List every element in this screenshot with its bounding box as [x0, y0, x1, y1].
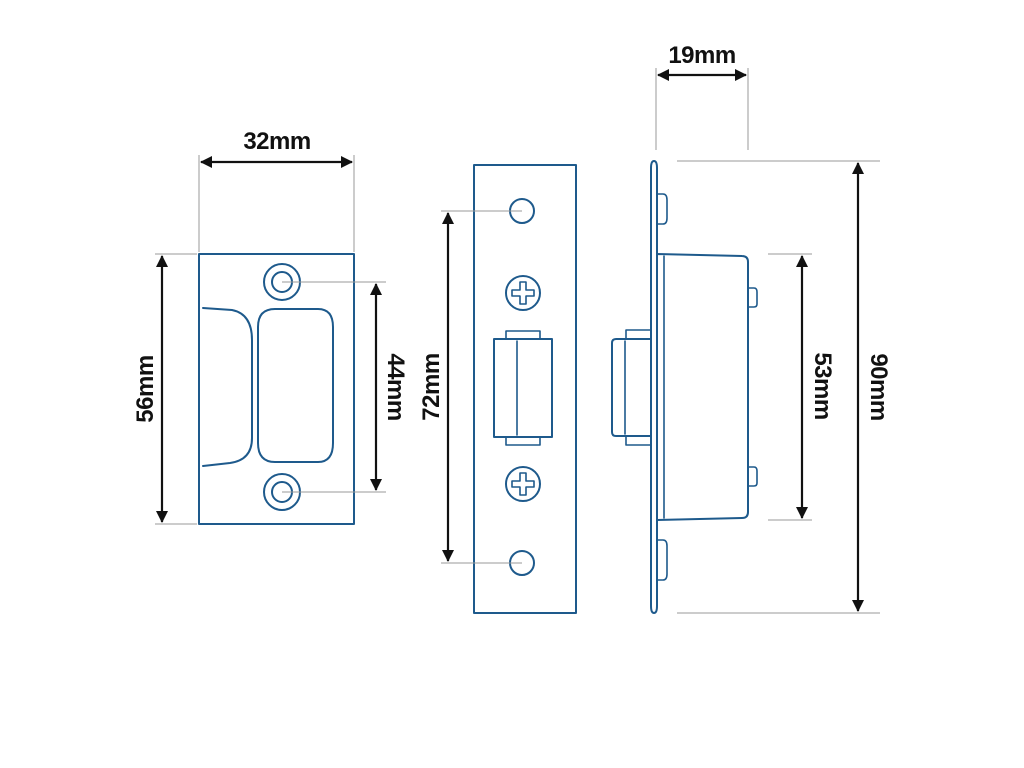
- dim-strike-hole-spacing: 44mm: [282, 281, 409, 493]
- dim-faceplate-hole-spacing: 72mm: [418, 210, 522, 564]
- label-body-height: 53mm: [809, 352, 836, 419]
- label-side-depth: 19mm: [668, 42, 735, 69]
- dim-body-height: 53mm: [768, 253, 836, 521]
- side-plate-lug-bottom: [656, 539, 668, 581]
- label-strike-width: 32mm: [243, 128, 310, 155]
- side-latch-bolt: [611, 329, 652, 446]
- dim-strike-height: 56mm: [132, 253, 197, 525]
- dim-overall-height: 90mm: [677, 160, 892, 614]
- label-strike-height: 56mm: [132, 355, 159, 422]
- faceplate: [473, 164, 577, 614]
- faceplate-upper-screw-icon: [505, 275, 541, 311]
- label-faceplate-hole-spacing: 72mm: [418, 353, 445, 420]
- label-strike-hole-spacing: 44mm: [382, 353, 409, 420]
- strike-lip: [202, 307, 253, 467]
- strike-plate: [198, 253, 355, 525]
- side-plate: [650, 160, 658, 614]
- side-body-tab-bottom: [747, 466, 758, 487]
- side-body-tab-top: [747, 287, 758, 308]
- side-body: [656, 253, 749, 521]
- dim-side-depth: 19mm: [655, 42, 749, 150]
- strike-plate-outline: [198, 253, 355, 525]
- faceplate-lower-screw-icon: [505, 466, 541, 502]
- label-overall-height: 90mm: [865, 353, 892, 420]
- latch-side-view: [611, 160, 758, 614]
- dim-strike-width: 32mm: [198, 128, 355, 252]
- faceplate-latch-bolt: [493, 330, 553, 446]
- faceplate-outline: [473, 164, 577, 614]
- side-plate-lug-top: [656, 193, 668, 225]
- strike-recess: [257, 308, 334, 463]
